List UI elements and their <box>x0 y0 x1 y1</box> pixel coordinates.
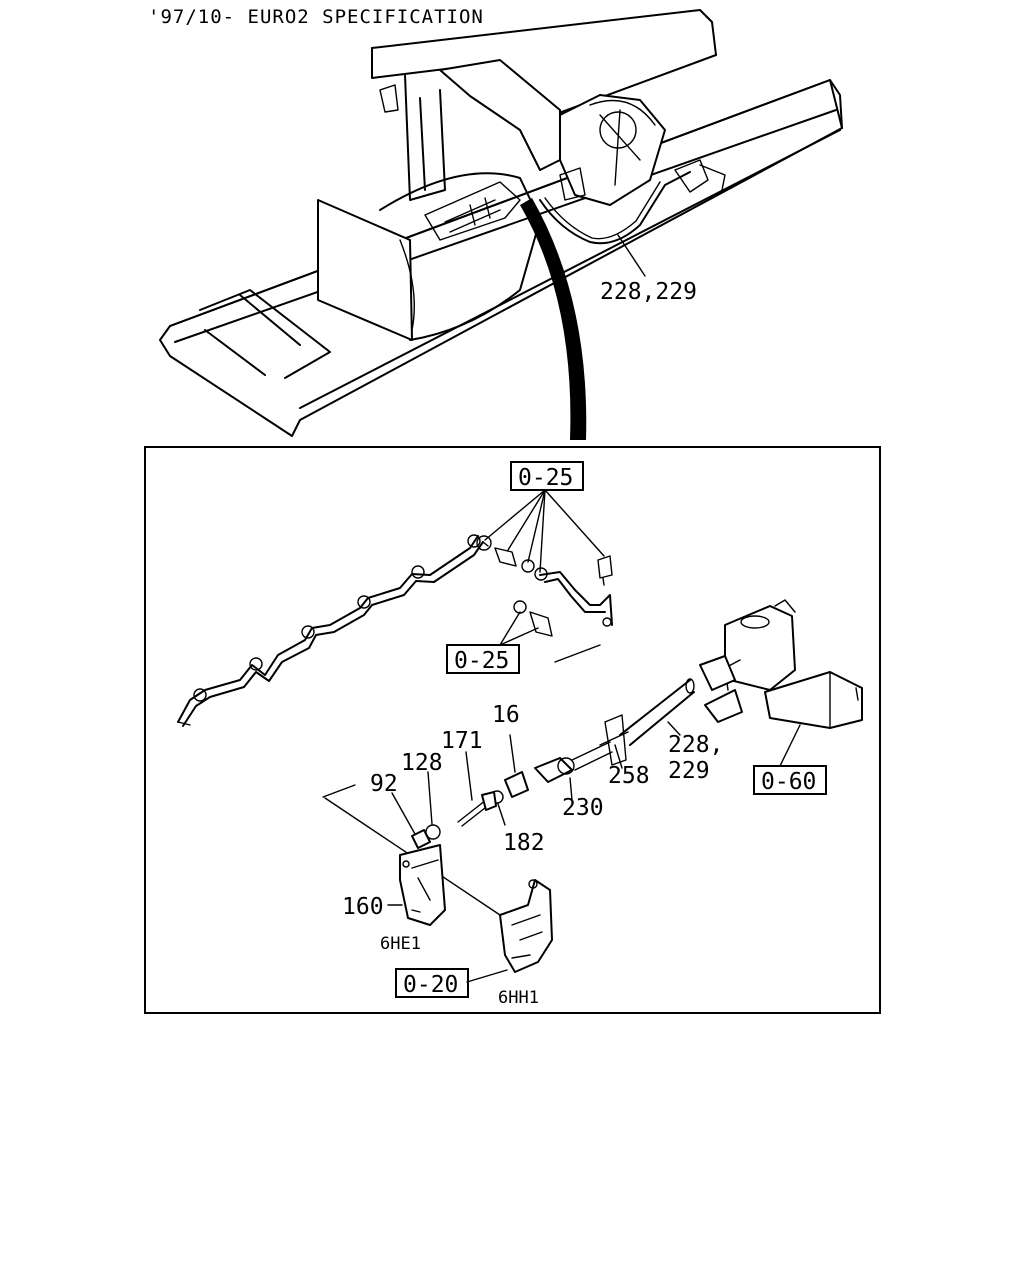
part-92-label: 92 <box>370 771 398 797</box>
engine-6hh1-label: 6HH1 <box>498 988 539 1008</box>
ref-box-right <box>753 765 827 795</box>
fuel-pipe-assembly <box>177 534 613 727</box>
pipe-callout-label: 228,229 <box>600 279 697 305</box>
ref-box-mid <box>446 644 520 674</box>
part-16-label: 16 <box>492 702 520 728</box>
brackets <box>322 784 553 983</box>
part-258-label: 258 <box>608 763 650 789</box>
part-228-label: 228, <box>668 732 723 758</box>
ref-box-bottom <box>395 968 469 998</box>
engine-6he1-label: 6HE1 <box>380 934 421 954</box>
part-171-label: 171 <box>441 728 483 754</box>
top-ref-leaders <box>484 489 605 646</box>
part-229-label: 229 <box>668 758 710 784</box>
ref-top-label: 0-25 <box>518 465 573 491</box>
ref-bottom-label: 0-20 <box>403 972 458 998</box>
fuel-line-228-229 <box>391 678 695 849</box>
part-160-label: 160 <box>342 894 384 920</box>
ref-box-top <box>510 461 584 491</box>
ref-right-label: 0-60 <box>761 769 816 795</box>
chassis-overview <box>159 9 843 440</box>
overflow-valve-unit <box>699 599 863 767</box>
spec-header: '97/10- EURO2 SPECIFICATION <box>148 6 484 28</box>
ref-mid-label: 0-25 <box>454 648 509 674</box>
part-128-label: 128 <box>401 750 443 776</box>
part-230-label: 230 <box>562 795 604 821</box>
part-182-label: 182 <box>503 830 545 856</box>
detail-frame <box>144 446 881 1014</box>
